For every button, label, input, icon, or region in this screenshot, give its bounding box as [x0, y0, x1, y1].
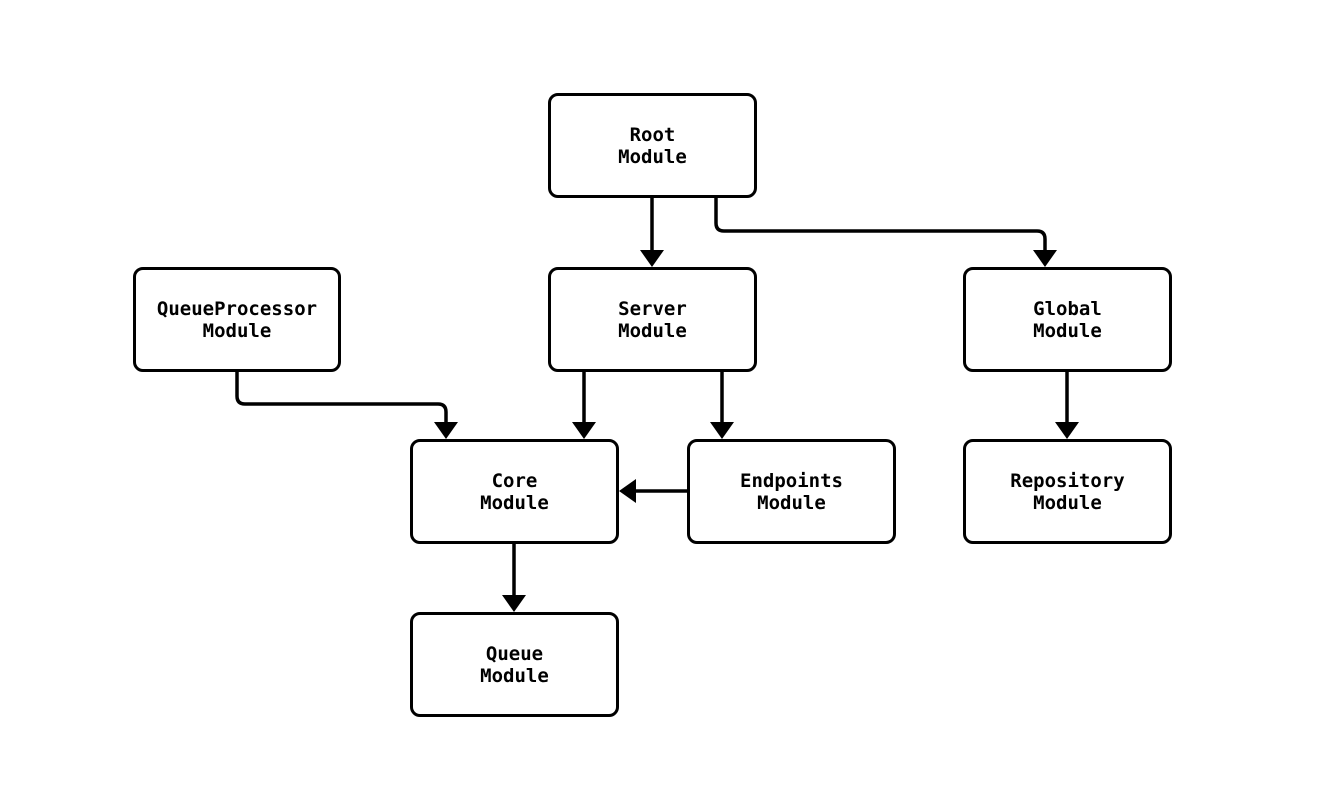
node-label-line: Queue [485, 642, 544, 665]
arrowhead-server-to-core [572, 422, 596, 439]
edge-root-to-global [714, 198, 1047, 250]
node-label-line: Global [1033, 297, 1102, 320]
arrowhead-root-to-global [1033, 250, 1057, 267]
arrowhead-server-to-endpoints [710, 422, 734, 439]
node-label-line: Module [757, 491, 826, 514]
arrowhead-root-to-server [640, 250, 664, 267]
node-label-line: Endpoints [740, 469, 843, 492]
node-label-line: Module [480, 664, 549, 687]
arrowhead-endpoints-to-core [619, 479, 636, 503]
node-label-line: Core [491, 469, 538, 492]
node-label-line: Module [1033, 491, 1102, 514]
arrowhead-global-to-repository [1055, 422, 1079, 439]
node-label-line: Module [618, 319, 687, 342]
node-label-line: Repository [1010, 469, 1125, 492]
node-label-line: Root [629, 123, 676, 146]
node-label-line: Module [618, 145, 687, 168]
node-label-line: Module [202, 319, 272, 342]
node-label-line: QueueProcessor [156, 297, 318, 320]
arrowhead-queueprocessor-to-core [434, 422, 458, 439]
arrowhead-core-to-queue [502, 595, 526, 612]
node-label-line: Module [1033, 319, 1102, 342]
edge-queueprocessor-to-core [235, 372, 448, 422]
node-label-line: Module [480, 491, 549, 514]
node-label-line: Server [618, 297, 687, 320]
